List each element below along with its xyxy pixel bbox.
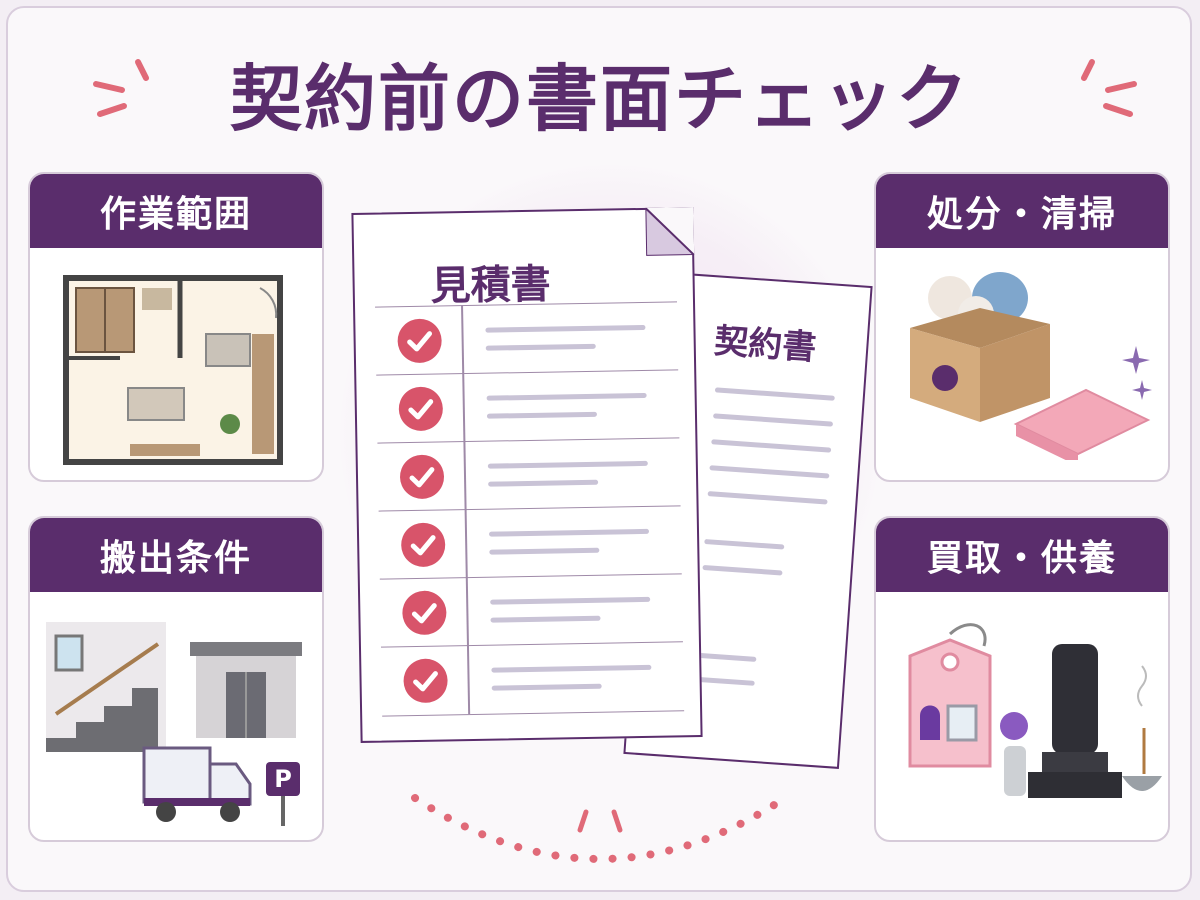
page-title: 契約前の書面チェック: [229, 57, 970, 141]
card-scope: 作業範囲: [28, 172, 324, 482]
contract-line: [711, 439, 832, 453]
page-fold-icon: [645, 207, 695, 256]
check-icon: [399, 454, 445, 500]
checklist: [355, 301, 704, 719]
parking-sign-icon: P: [266, 762, 300, 796]
floor-plan-icon: [63, 275, 283, 465]
parking-sign-label: P: [274, 765, 292, 793]
row-line: [491, 683, 602, 691]
building-entrance-icon: [190, 642, 302, 738]
contract-line: [704, 539, 785, 550]
row-line: [488, 528, 650, 537]
card-scope-label: 作業範囲: [30, 174, 322, 248]
contract-line: [696, 652, 757, 662]
spark-right-icon: [1081, 59, 1137, 117]
row-line: [490, 615, 601, 623]
card-transport: 搬出条件 P: [28, 516, 324, 842]
row-line: [486, 392, 647, 401]
truck-icon: [142, 746, 252, 822]
checklist-row: [376, 369, 680, 444]
checklist-row: [375, 301, 679, 376]
check-icon: [402, 590, 447, 636]
spark-left-icon: [93, 59, 149, 117]
price-tag-icon: [908, 623, 992, 768]
check-icon: [400, 522, 446, 568]
contract-line: [714, 387, 835, 401]
sparkle-icon: [1122, 346, 1152, 400]
card-buyback: 買取・供養: [874, 516, 1170, 842]
contract-line: [702, 564, 783, 576]
estimate-document: 見積書: [351, 207, 704, 743]
row-line: [488, 479, 599, 487]
card-disposal-label: 処分・清掃: [876, 174, 1168, 248]
cardboard-box-icon: [910, 272, 1050, 422]
contract-line: [707, 491, 828, 505]
card-disposal: 処分・清掃: [874, 172, 1170, 482]
checklist-row: [379, 573, 683, 648]
row-line: [486, 411, 597, 419]
estimate-title: 見積書: [430, 261, 552, 310]
card-buyback-label: 買取・供養: [876, 518, 1168, 592]
check-icon: [398, 386, 444, 432]
row-line: [491, 664, 652, 673]
grave-icon: [1000, 644, 1162, 798]
dotted-arc-icon: [411, 794, 789, 863]
checklist-row: [378, 505, 682, 580]
row-line: [485, 343, 596, 351]
staircase-icon: [46, 622, 166, 752]
check-icon: [397, 318, 443, 364]
row-line: [487, 460, 648, 469]
checklist-row: [380, 641, 685, 717]
row-line: [485, 324, 646, 333]
towel-icon: [1013, 388, 1151, 460]
contract-title: 契約書: [712, 321, 818, 369]
row-line: [489, 547, 600, 555]
parking-pole: [281, 796, 285, 826]
check-icon: [403, 658, 448, 704]
row-line: [490, 596, 651, 605]
card-transport-label: 搬出条件: [30, 518, 322, 592]
checklist-row: [377, 437, 681, 512]
contract-line: [713, 413, 834, 427]
contract-line: [709, 465, 830, 479]
